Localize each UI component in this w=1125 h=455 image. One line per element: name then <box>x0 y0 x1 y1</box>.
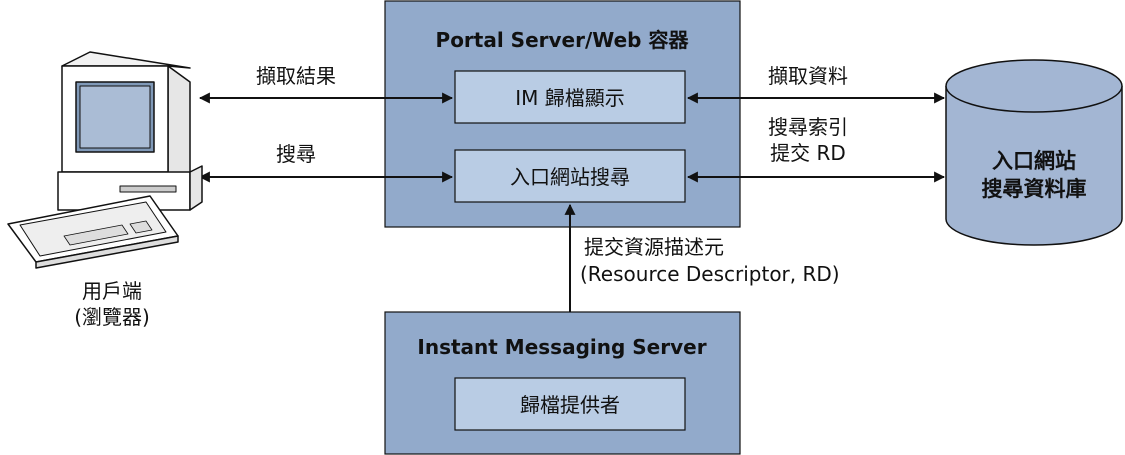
database-cylinder-icon <box>945 59 1123 246</box>
portal-search-label: 入口網站搜尋 <box>510 165 630 189</box>
archive-provider-box: 歸檔提供者 <box>454 377 686 431</box>
client-label-line1: 用戶端 <box>82 279 142 303</box>
search-index-label: 搜尋索引 <box>768 115 848 139</box>
fetch-data-label: 擷取資料 <box>768 64 848 88</box>
portal-server-title: Portal Server/Web 容器 <box>436 28 690 52</box>
desktop-computer-icon <box>7 51 203 269</box>
search-label: 搜尋 <box>276 142 316 166</box>
portal-server-container: Portal Server/Web 容器 IM 歸檔顯示 入口網站搜尋 <box>384 0 741 228</box>
im-archive-display-label: IM 歸檔顯示 <box>515 86 625 110</box>
im-archive-display-box: IM 歸檔顯示 <box>454 70 686 124</box>
portal-search-box: 入口網站搜尋 <box>454 149 686 203</box>
im-server-title: Instant Messaging Server <box>417 335 706 359</box>
submit-rd-desc-line1: 提交資源描述元 <box>584 235 724 259</box>
archive-provider-label: 歸檔提供者 <box>520 393 620 417</box>
client-label-line2: (瀏覽器) <box>74 305 150 329</box>
submit-rd-desc-line2: (Resource Descriptor, RD) <box>580 262 840 286</box>
im-server-container: Instant Messaging Server 歸檔提供者 <box>384 311 741 455</box>
fetch-results-label: 擷取結果 <box>256 64 336 88</box>
database-label-line2: 搜尋資料庫 <box>982 177 1087 201</box>
database-label-line1: 入口網站 <box>992 149 1076 173</box>
submit-rd-short-label: 提交 RD <box>770 141 846 165</box>
